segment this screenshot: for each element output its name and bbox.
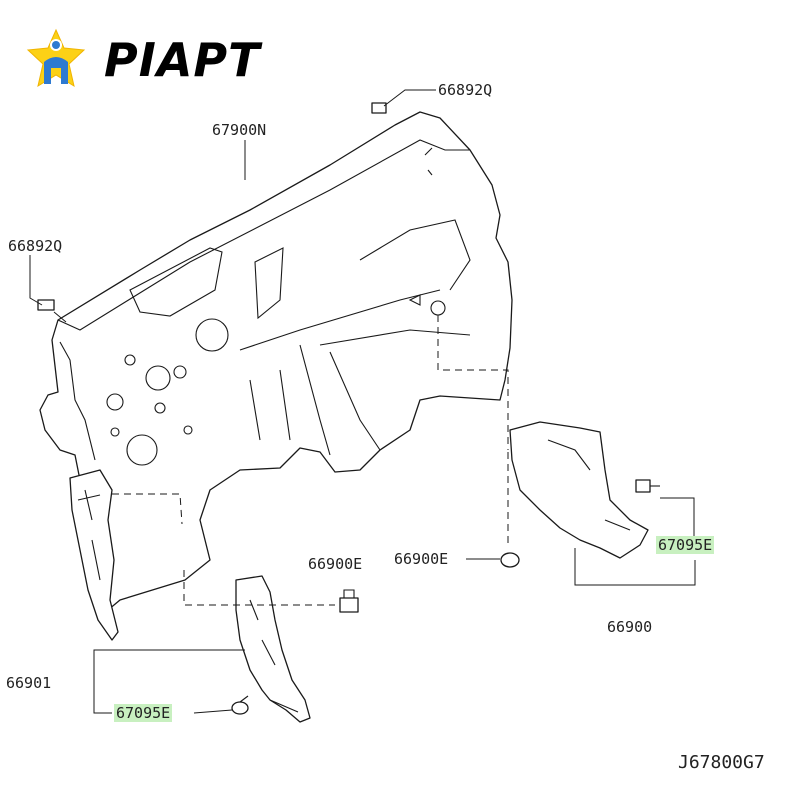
label-finisher-left: 66901 — [6, 674, 52, 692]
left-kick-finisher — [235, 575, 311, 723]
label-top-clip: 66892Q — [438, 81, 493, 99]
leader-top-clip — [383, 89, 436, 107]
brand-name: PIAPT — [104, 33, 261, 87]
dash-insulator-panel — [39, 111, 513, 611]
brand: PIAPT — [20, 28, 261, 92]
label-grommet-right: 67095E — [656, 536, 715, 554]
label-finisher-right: 66900 — [607, 618, 653, 636]
leader-finisher-right — [574, 548, 696, 586]
top-clip-66892q — [371, 102, 387, 114]
right-kick-finisher — [509, 421, 649, 559]
label-clip-right: 66900E — [308, 555, 363, 573]
clip-66900e-bolt — [339, 589, 359, 613]
star-person-logo-icon — [26, 28, 86, 88]
diagram-code: J67800G7 — [678, 752, 765, 773]
label-left-clip: 66892Q — [8, 237, 63, 255]
grommet-67095e-left — [231, 695, 249, 715]
left-clip-66892q — [37, 299, 55, 311]
left-side-insulator — [69, 469, 119, 641]
leader-dashed-left — [112, 493, 335, 606]
leader-left-clip — [29, 255, 67, 323]
grommet-67095e-right — [635, 479, 660, 493]
label-dash-insulator: 67900N — [212, 121, 267, 139]
label-clip-lower: 66900E — [394, 550, 449, 568]
leader-finisher-left — [93, 649, 245, 714]
label-grommet-left: 67095E — [114, 704, 173, 722]
clip-66900e-round — [500, 552, 520, 568]
leader-grommet-right — [660, 497, 695, 545]
